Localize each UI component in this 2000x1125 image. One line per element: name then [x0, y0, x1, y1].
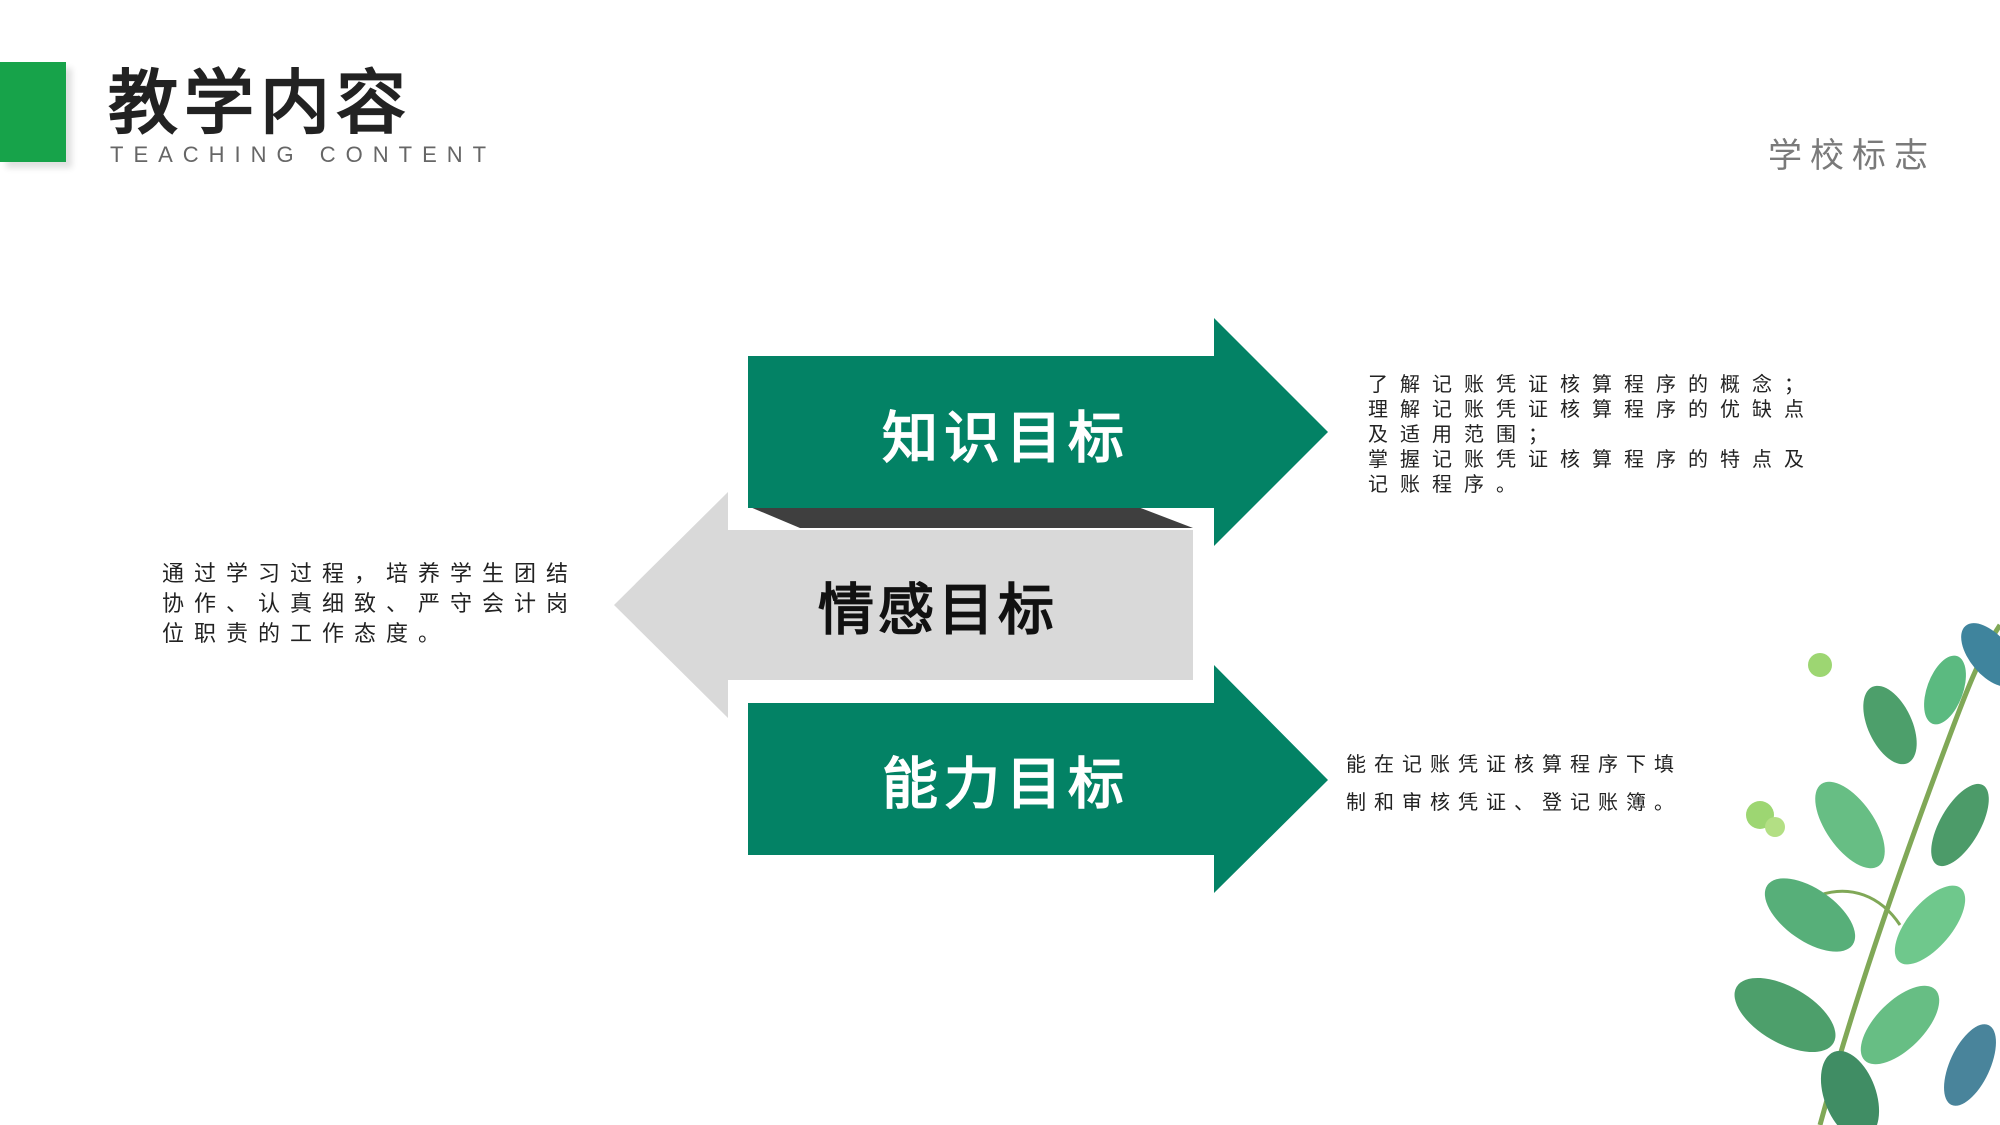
ability-description: 能在记账凭证核算程序下填 制和审核凭证、登记账簿。	[1346, 745, 1686, 821]
knowledge-line: 记账程序。	[1368, 472, 1528, 496]
ability-arrow-label: 能力目标	[882, 752, 1130, 818]
fold-shadow	[750, 507, 1193, 528]
knowledge-line: 了解记账凭证核算程序的概念；	[1368, 372, 1816, 396]
emotion-line: 位职责的工作态度。	[162, 622, 451, 647]
emotion-line: 通过学习过程，培养学生团结	[162, 562, 579, 587]
knowledge-description: 了解记账凭证核算程序的概念； 理解记账凭证核算程序的优缺点 及适用范围； 掌握记…	[1368, 372, 1848, 497]
leaf-decoration	[1734, 623, 2000, 1125]
emotion-arrow	[614, 492, 1193, 718]
emotion-description: 通过学习过程，培养学生团结 协作、认真细致、严守会计岗 位职责的工作态度。	[162, 560, 592, 650]
accent-bar	[0, 62, 66, 162]
knowledge-arrow	[748, 318, 1328, 546]
page-title: 教学内容	[108, 62, 412, 144]
ability-arrow	[748, 665, 1328, 893]
knowledge-line: 理解记账凭证核算程序的优缺点	[1368, 397, 1816, 421]
emotion-line: 协作、认真细致、严守会计岗	[162, 592, 579, 617]
knowledge-arrow-label: 知识目标	[882, 406, 1130, 472]
ability-line: 能在记账凭证核算程序下填	[1346, 752, 1682, 776]
emotion-arrow-label: 情感目标	[818, 578, 1058, 644]
knowledge-line: 及适用范围；	[1368, 422, 1560, 446]
page-subtitle: TEACHING CONTENT	[110, 142, 497, 167]
ability-line: 制和审核凭证、登记账簿。	[1346, 790, 1682, 814]
school-logo: 学校标志	[1768, 136, 1936, 176]
knowledge-line: 掌握记账凭证核算程序的特点及	[1368, 447, 1816, 471]
